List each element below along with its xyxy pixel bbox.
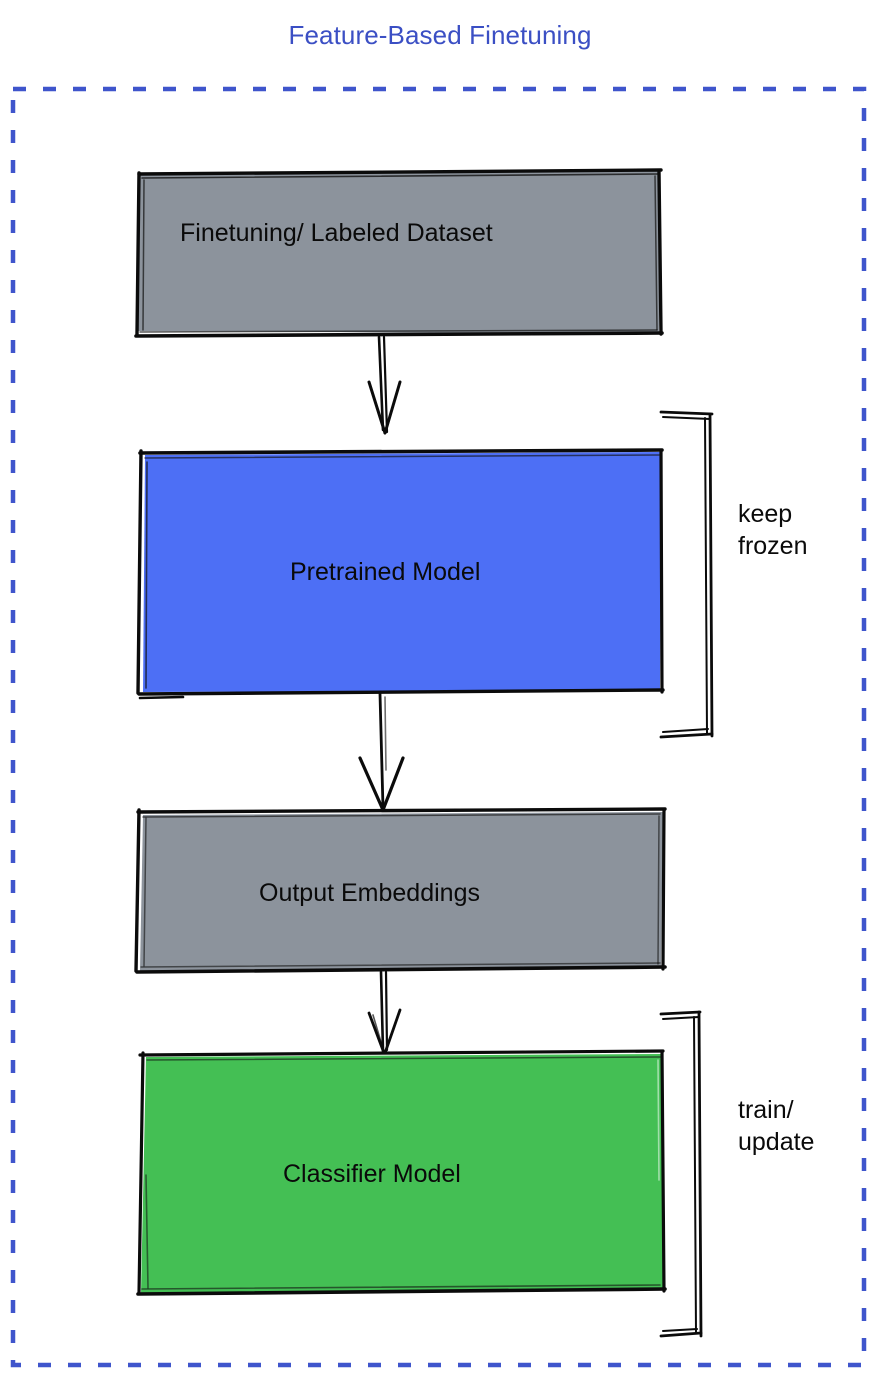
annotation-train-update-line2: update bbox=[738, 1128, 815, 1156]
diagram-title: Feature-Based Finetuning bbox=[288, 20, 592, 50]
arrow-dataset-to-pretrained bbox=[367, 335, 402, 435]
arrow-pretrained-to-embeddings bbox=[358, 692, 405, 812]
bracket-keep-frozen bbox=[659, 410, 714, 739]
node-label-classifier: Classifier Model bbox=[283, 1160, 461, 1188]
node-label-dataset: Finetuning/ Labeled Dataset bbox=[180, 219, 493, 247]
arrow-embeddings-to-classifier bbox=[367, 970, 402, 1055]
annotation-keep-frozen-line2: frozen bbox=[738, 532, 808, 560]
node-label-pretrained: Pretrained Model bbox=[290, 558, 481, 586]
bracket-train-update bbox=[659, 1010, 703, 1338]
annotation-train-update-line1: train/ bbox=[738, 1096, 794, 1124]
annotation-keep-frozen: keep frozen bbox=[738, 498, 807, 562]
node-label-embeddings: Output Embeddings bbox=[259, 879, 480, 907]
node-dataset-shape bbox=[134, 168, 664, 338]
annotation-keep-frozen-line1: keep bbox=[738, 500, 793, 528]
annotation-train-update: train/ update bbox=[738, 1094, 814, 1158]
